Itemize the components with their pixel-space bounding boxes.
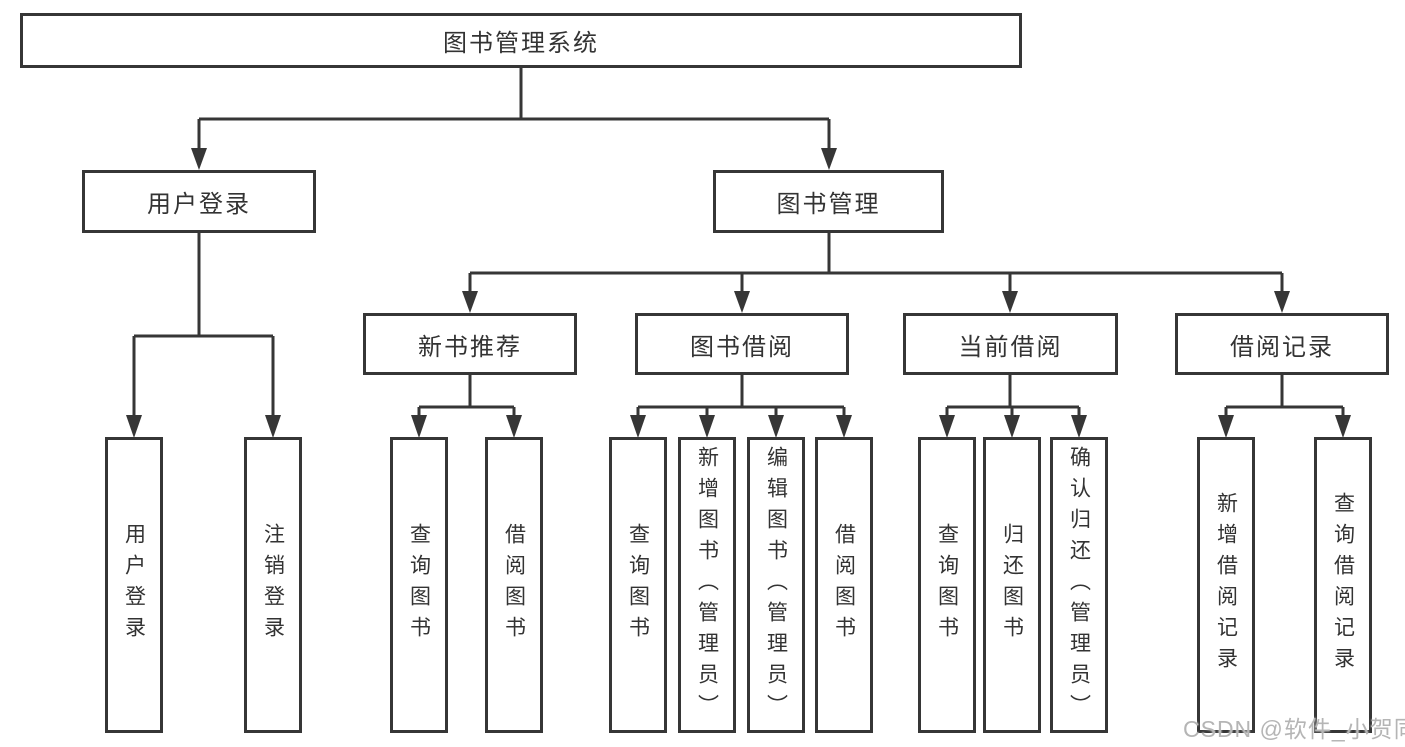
leaf-label: 注销登录	[261, 523, 285, 647]
leaf-label: 查询图书	[407, 523, 431, 647]
node-book-management: 图书管理	[713, 170, 944, 233]
leaf-label: 用户登录	[122, 523, 146, 647]
node-new-book-recommendation: 新书推荐	[363, 313, 577, 375]
leaf-user-login: 用户登录	[105, 437, 163, 733]
leaf-label: 查询借阅记录	[1331, 492, 1355, 678]
leaf-label: 新增借阅记录	[1214, 492, 1238, 678]
leaf-label: 确认归还（管理员）	[1067, 445, 1091, 725]
leaf-label: 查询图书	[935, 523, 959, 647]
leaf-label: 借阅图书	[832, 523, 856, 647]
leaf-query-books-recommend: 查询图书	[390, 437, 448, 733]
leaf-return-books: 归还图书	[983, 437, 1041, 733]
node-library-management-system: 图书管理系统	[20, 13, 1022, 68]
node-borrowing-records: 借阅记录	[1175, 313, 1389, 375]
csdn-watermark: CSDN @软件_小贺同学	[1183, 716, 1405, 742]
leaf-borrow-books: 借阅图书	[815, 437, 873, 733]
leaf-query-books-borrow: 查询图书	[609, 437, 667, 733]
leaf-add-books-admin: 新增图书（管理员）	[678, 437, 736, 733]
leaf-label: 归还图书	[1000, 523, 1024, 647]
leaf-borrow-books-recommend: 借阅图书	[485, 437, 543, 733]
leaf-query-books-current: 查询图书	[918, 437, 976, 733]
node-book-borrowing: 图书借阅	[635, 313, 849, 375]
leaf-label: 新增图书（管理员）	[695, 445, 719, 725]
leaf-confirm-return-admin: 确认归还（管理员）	[1050, 437, 1108, 733]
node-current-borrowing: 当前借阅	[903, 313, 1118, 375]
leaf-label: 编辑图书（管理员）	[764, 445, 788, 725]
leaf-label: 查询图书	[626, 523, 650, 647]
node-user-login: 用户登录	[82, 170, 316, 233]
leaf-query-borrow-record: 查询借阅记录	[1314, 437, 1372, 733]
leaf-label: 借阅图书	[502, 523, 526, 647]
leaf-edit-books-admin: 编辑图书（管理员）	[747, 437, 805, 733]
leaf-logout: 注销登录	[244, 437, 302, 733]
leaf-add-borrow-record: 新增借阅记录	[1197, 437, 1255, 733]
